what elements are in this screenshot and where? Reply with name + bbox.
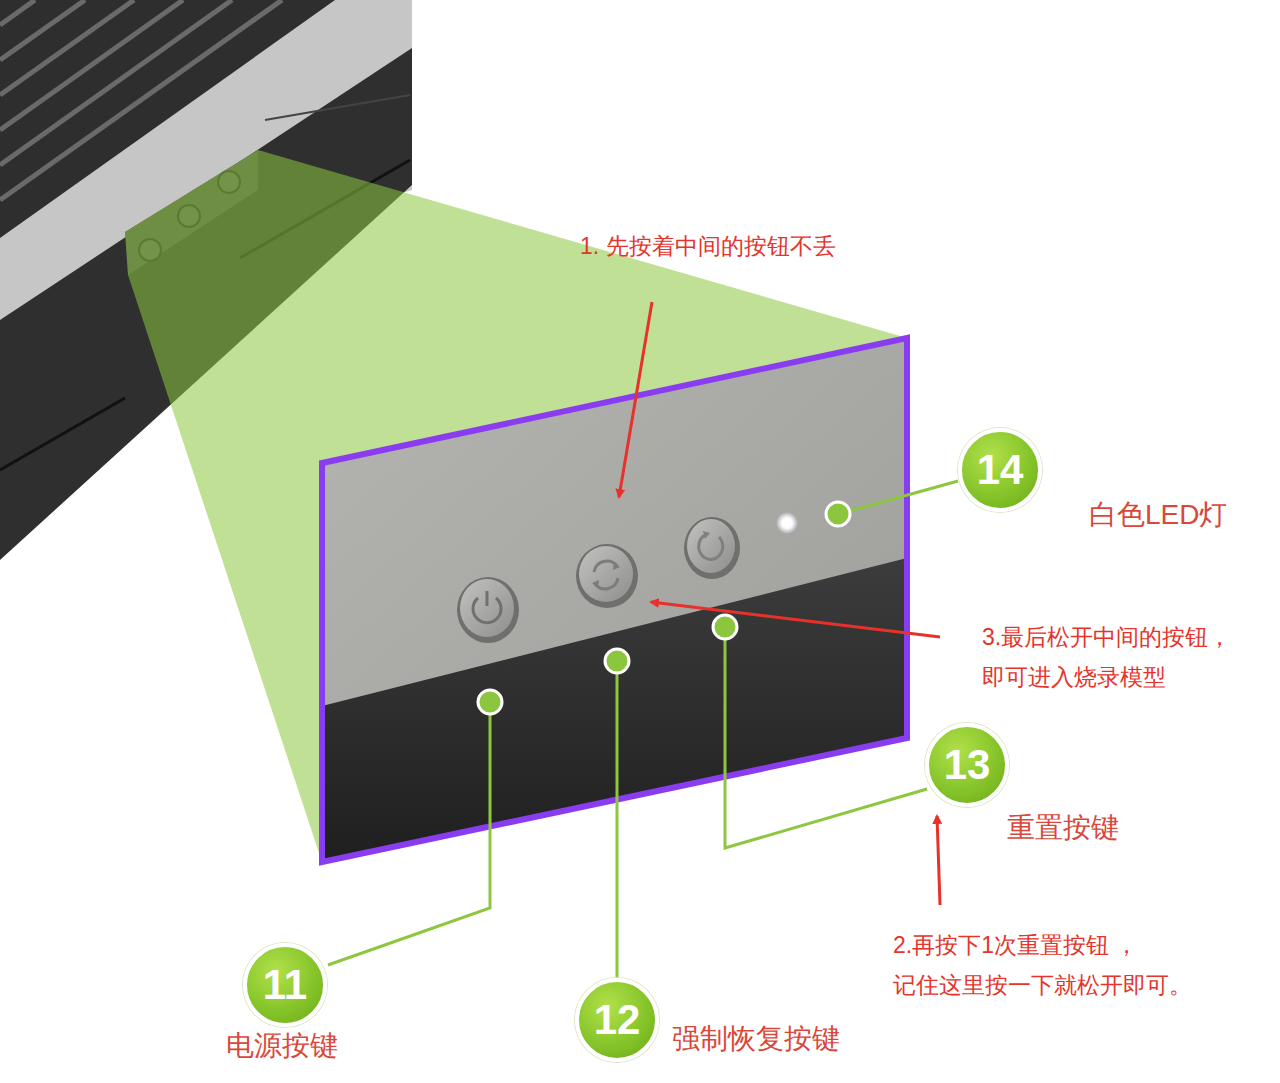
- callout-number: 11: [247, 947, 323, 1023]
- part-name: 强制恢复按键: [672, 1022, 840, 1056]
- callout-number: 13: [929, 727, 1005, 803]
- callout-number: 12: [579, 982, 655, 1058]
- callout-circle: 12强制恢复按键: [575, 978, 659, 1062]
- callout-number: 14: [962, 432, 1038, 508]
- callout-circle: 11电源按键: [243, 943, 327, 1027]
- power-button: [457, 577, 519, 643]
- part-name: 电源按键: [226, 1029, 338, 1063]
- leader-lines: [328, 481, 958, 978]
- callout-circle: 14白色LED灯: [958, 428, 1042, 512]
- part-name: 重置按键: [1007, 811, 1119, 845]
- leader-dots: [478, 502, 850, 714]
- callout-circle: 13重置按键: [925, 723, 1009, 807]
- step-note: 2.再按下1次重置按钮 ，记住这里按一下就松开即可。: [893, 925, 1273, 1005]
- recovery-button: [576, 544, 638, 608]
- step-note: 1. 先按着中间的按钮不丢: [580, 228, 940, 264]
- reset-button: [684, 517, 740, 579]
- step-arrows: [619, 302, 940, 905]
- zoom-border: [322, 338, 907, 862]
- zoom-panel: [322, 338, 907, 862]
- part-name: 白色LED灯: [1089, 498, 1227, 532]
- groove: [0, 398, 125, 470]
- step-note: 3.最后松开中间的按钮， 即可进入烧录模型: [982, 617, 1274, 697]
- groove: [265, 95, 410, 120]
- white-led: [776, 512, 798, 534]
